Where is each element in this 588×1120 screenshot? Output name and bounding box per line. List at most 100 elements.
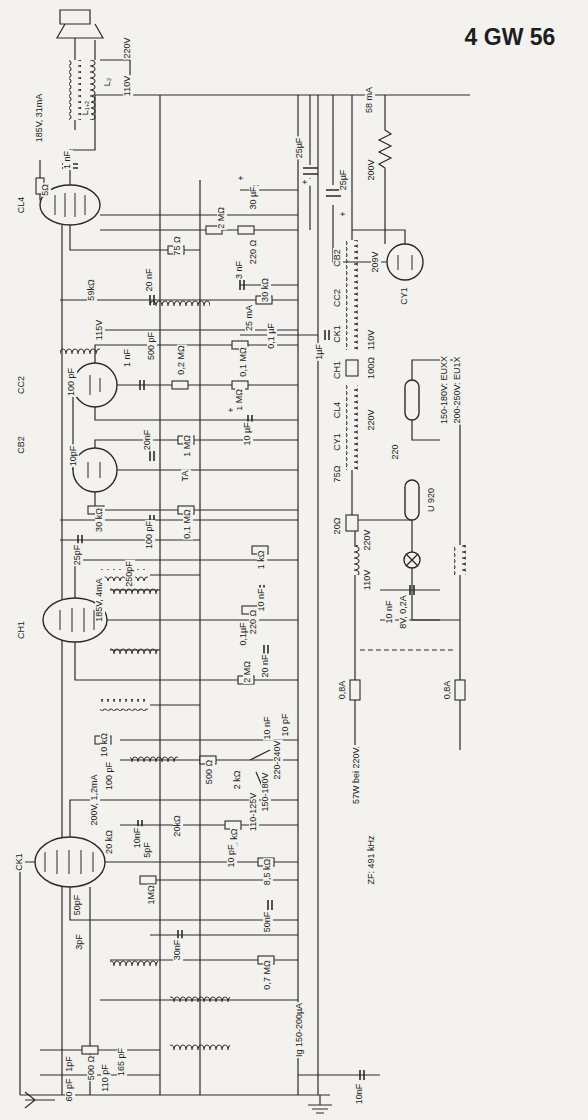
component-label: CC2 [333,288,343,308]
component-label: 100 pF [105,761,115,791]
component-label: 10 nF [385,599,395,624]
resistor-symbols [36,178,465,1054]
component-label: 200V [367,158,377,181]
component-label: 58 mA [365,86,375,114]
component-label: 8V, 0,2A [399,594,409,630]
component-label: 200-250V: EU1X [453,355,463,424]
component-label: 0,2 MΩ [177,344,187,375]
coil-symbols [60,60,466,1052]
component-label: + [227,406,237,413]
component-label: CY1 [333,432,343,452]
component-label: 57W bei 220V. [352,745,362,805]
component-label: + [237,174,247,181]
component-label: 100 pF [145,520,155,550]
component-label: 25pF [73,544,83,567]
component-label: 25µF [295,137,305,160]
component-label: 30 kΩ [95,507,105,533]
component-label: 110V [123,75,133,97]
component-label: 25µF [339,169,349,192]
component-label: 2 MΩ [217,206,227,230]
component-label: 20Ω [333,517,343,536]
component-label: 30nF [173,939,183,962]
component-label: 100 pF [67,367,77,397]
component-label: 2 MΩ [243,660,253,684]
component-label: 110 pF [101,1063,111,1092]
component-label: 60 pF [65,1077,75,1102]
component-label: CC2 [17,375,27,395]
component-label: 220-240V [273,739,283,780]
component-label: 3pF [75,933,85,951]
component-label: L₂ [103,77,113,88]
component-label: 3 nF [235,260,245,280]
component-label: TA [181,470,191,483]
component-label: CH1 [333,360,343,380]
component-label: CB2 [333,248,343,268]
component-label: 20 kΩ [105,829,115,855]
component-label: 150-180V: EUXX [440,355,450,425]
component-label: 0,7 MΩ [263,959,273,990]
component-label: 500 Ω [87,1055,97,1081]
component-label: 220V [363,528,373,551]
component-label: ZF: 491 kHz [367,834,377,885]
component-label: 25 mA [245,304,255,332]
wiring [20,10,470,1113]
component-label: CL4 [333,401,343,420]
component-label: 5pF [143,841,153,859]
component-label: 220 [391,443,401,460]
component-label: 200V, 1,2mA [90,773,100,826]
component-label: 250pF [125,560,135,588]
component-label: 50pF [73,894,83,917]
component-label: 0,8A [338,680,348,701]
component-label: 10nF [133,827,143,850]
component-label: 1MΩ [147,884,157,905]
component-label: 30 kΩ [261,277,271,303]
component-label: 500 Ω [205,759,215,785]
component-label: 209V [371,250,381,273]
component-label: 10 nF [263,715,273,740]
component-label: Ig 150-200µA [295,1002,305,1058]
component-label: 1 nF [63,150,73,170]
component-label: 30 µF [249,185,259,210]
component-label: 2 kΩ [233,770,243,791]
tube-electrodes [45,193,412,874]
component-label: 150-180V [261,771,271,812]
component-label: CH1 [17,620,27,640]
component-label: 0,1 µF [267,322,277,350]
component-label: 10 kΩ [100,732,110,758]
component-label: + [339,210,349,217]
component-label: 110-125V [249,792,259,832]
component-label: 10pF [69,445,79,468]
component-label: CL4 [17,196,27,215]
component-label: 115V [95,319,105,341]
component-label: 110V [367,329,377,351]
component-label: 500 pF [147,331,157,361]
component-label: L₁₊₂ [81,100,91,117]
component-label: 1µF [315,343,325,361]
component-label: 0,1µF [239,621,249,646]
component-label: 1pF [65,1055,75,1073]
component-label: 0,8A [443,680,453,701]
component-label: 10 pF [227,843,237,868]
component-label: CK1 [333,324,343,344]
component-label: CK1 [15,852,25,872]
component-label: 185V, 31mA [35,93,45,144]
component-label: 1 MΩ [183,434,193,458]
component-label: 20 nF [261,653,271,678]
component-label: 59kΩ [87,278,97,301]
component-label: 5Ω [41,183,51,197]
component-label: 110V [363,569,373,591]
component-label: 8,5 kΩ [263,858,273,886]
component-label: 165 pF [117,1047,127,1077]
component-label: 220 Ω [249,239,259,265]
component-label: 10 pF [281,712,291,737]
tube-symbols [35,185,423,887]
component-label: 20 nF [145,267,155,292]
component-label: + [301,178,311,185]
capacitor-symbols [62,164,414,1080]
component-label: 0,1 MΩ [183,508,193,539]
component-label: 1 kΩ [257,550,267,571]
component-label: 75Ω [333,465,343,484]
component-label: U 920 [427,487,437,513]
